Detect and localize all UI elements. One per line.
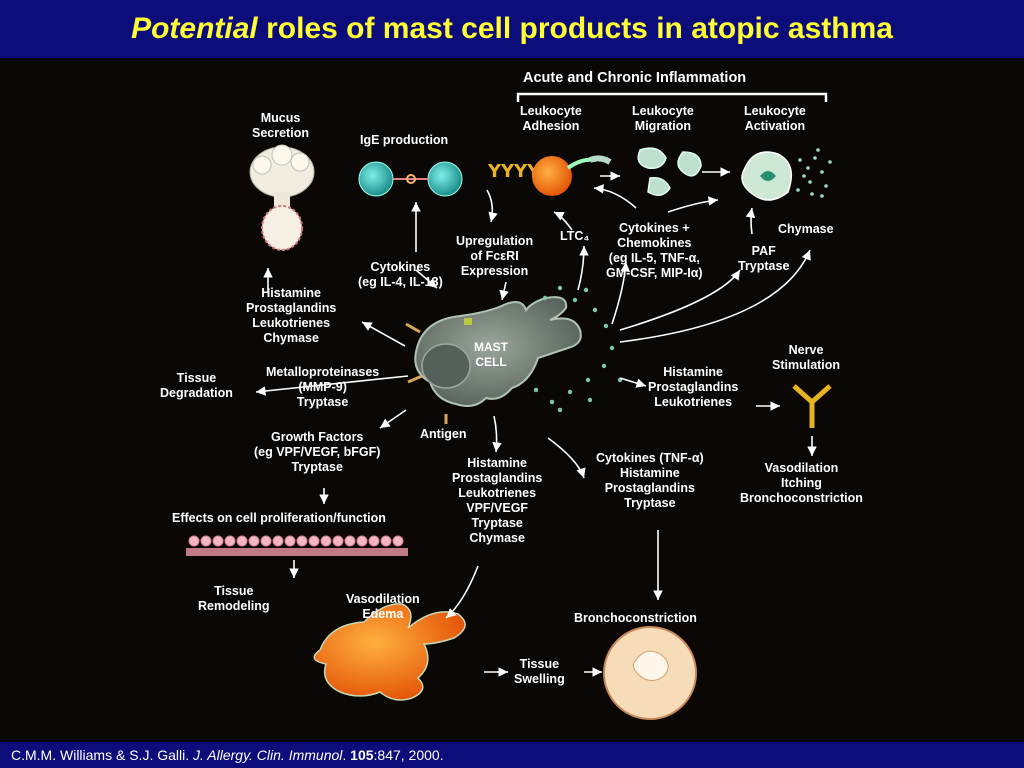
nerve-graphic <box>792 384 832 428</box>
edema-cell-graphic <box>313 603 466 701</box>
title-rest: roles of mast cell products in atopic as… <box>257 12 893 45</box>
label-cytokines-chemokines: Cytokines + Chemokines (eg IL-5, TNF-α, … <box>606 221 703 280</box>
label-bronchoconstriction: Bronchoconstriction <box>574 611 697 625</box>
bronchus-graphic <box>603 626 697 720</box>
svg-text:YYYY: YYYY <box>487 161 541 182</box>
mast-granules-graphic <box>533 285 623 413</box>
activation-cell-graphic <box>741 151 793 201</box>
activation-granules-graphic <box>796 148 832 198</box>
mast-cell-graphic <box>405 296 582 424</box>
title-bar: Potential roles of mast cell products in… <box>0 0 1024 58</box>
label-histamine-group-1: Histamine Prostaglandins Leukotrienes Ch… <box>246 286 337 345</box>
label-vasodilation-itching: Vasodilation Itching Bronchoconstriction <box>740 461 863 505</box>
label-mucus-secretion: Mucus Secretion <box>252 111 309 140</box>
label-leukocyte-migration: Leukocyte Migration <box>632 104 694 133</box>
citation-footer: C.M.M. Williams & S.J. Galli. J. Allergy… <box>0 742 1024 768</box>
adhesion-cell-graphic <box>532 155 612 196</box>
arrows <box>255 167 817 677</box>
label-histamine-group-3: Histamine Prostaglandins Leukotrienes VP… <box>452 456 543 545</box>
label-cytokines-il: Cytokines (eg IL-4, IL-13) <box>358 260 443 289</box>
citation-journal: J. Allergy. Clin. Immunol <box>193 747 343 763</box>
label-ltc4: LTC₄ <box>560 229 590 243</box>
diagram-stage: YYYY <box>0 58 1024 742</box>
label-mast-cell: MAST CELL <box>474 340 508 369</box>
label-growth-factors: Growth Factors (eg VPF/VEGF, bFGF) Trypt… <box>254 430 381 474</box>
label-chymase-top: Chymase <box>778 222 834 236</box>
label-tissue-remodeling: Tissue Remodeling <box>198 584 270 613</box>
label-vasodilation-edema: Vasodilation Edema <box>346 592 420 621</box>
label-tissue-degradation: Tissue Degradation <box>160 371 233 400</box>
diagram-art: YYYY <box>186 92 832 720</box>
label-paf-tryptase: PAF Tryptase <box>738 244 790 273</box>
citation-volume: 105 <box>346 747 374 763</box>
mucus-cell-graphic <box>249 144 315 251</box>
slide-title: Potential roles of mast cell products in… <box>131 12 893 46</box>
label-antigen: Antigen <box>420 427 467 441</box>
citation-authors: C.M.M. Williams & S.J. Galli. <box>11 747 194 763</box>
label-metalloproteinases: Metalloproteinases (MMP-9) Tryptase <box>266 365 380 409</box>
label-upregulation: Upregulation of FcεRI Expression <box>456 234 534 278</box>
label-effects-proliferation: Effects on cell proliferation/function <box>172 511 386 525</box>
inflammation-bracket <box>516 92 828 102</box>
label-leukocyte-adhesion: Leukocyte Adhesion <box>520 104 582 133</box>
label-histamine-group-2: Histamine Prostaglandins Leukotrienes <box>648 365 739 409</box>
label-leukocyte-activation: Leukocyte Activation <box>744 104 806 133</box>
migration-cells-graphic <box>637 147 702 196</box>
citation-dot: . <box>342 747 347 763</box>
title-italic: Potential <box>131 12 258 45</box>
label-nerve-stimulation: Nerve Stimulation <box>772 343 841 372</box>
label-ige-production: IgE production <box>360 133 449 147</box>
label-tissue-swelling: Tissue Swelling <box>514 657 565 686</box>
label-cytokines-tnf: Cytokines (TNF-α) Histamine Prostaglandi… <box>596 451 704 510</box>
ige-b-cells-graphic: YYYY <box>358 161 541 197</box>
label-acute-chronic-inflammation: Acute and Chronic Inflammation <box>523 70 747 86</box>
cell-layer-graphic <box>186 535 408 556</box>
citation-pages: :847, 2000. <box>373 747 444 763</box>
